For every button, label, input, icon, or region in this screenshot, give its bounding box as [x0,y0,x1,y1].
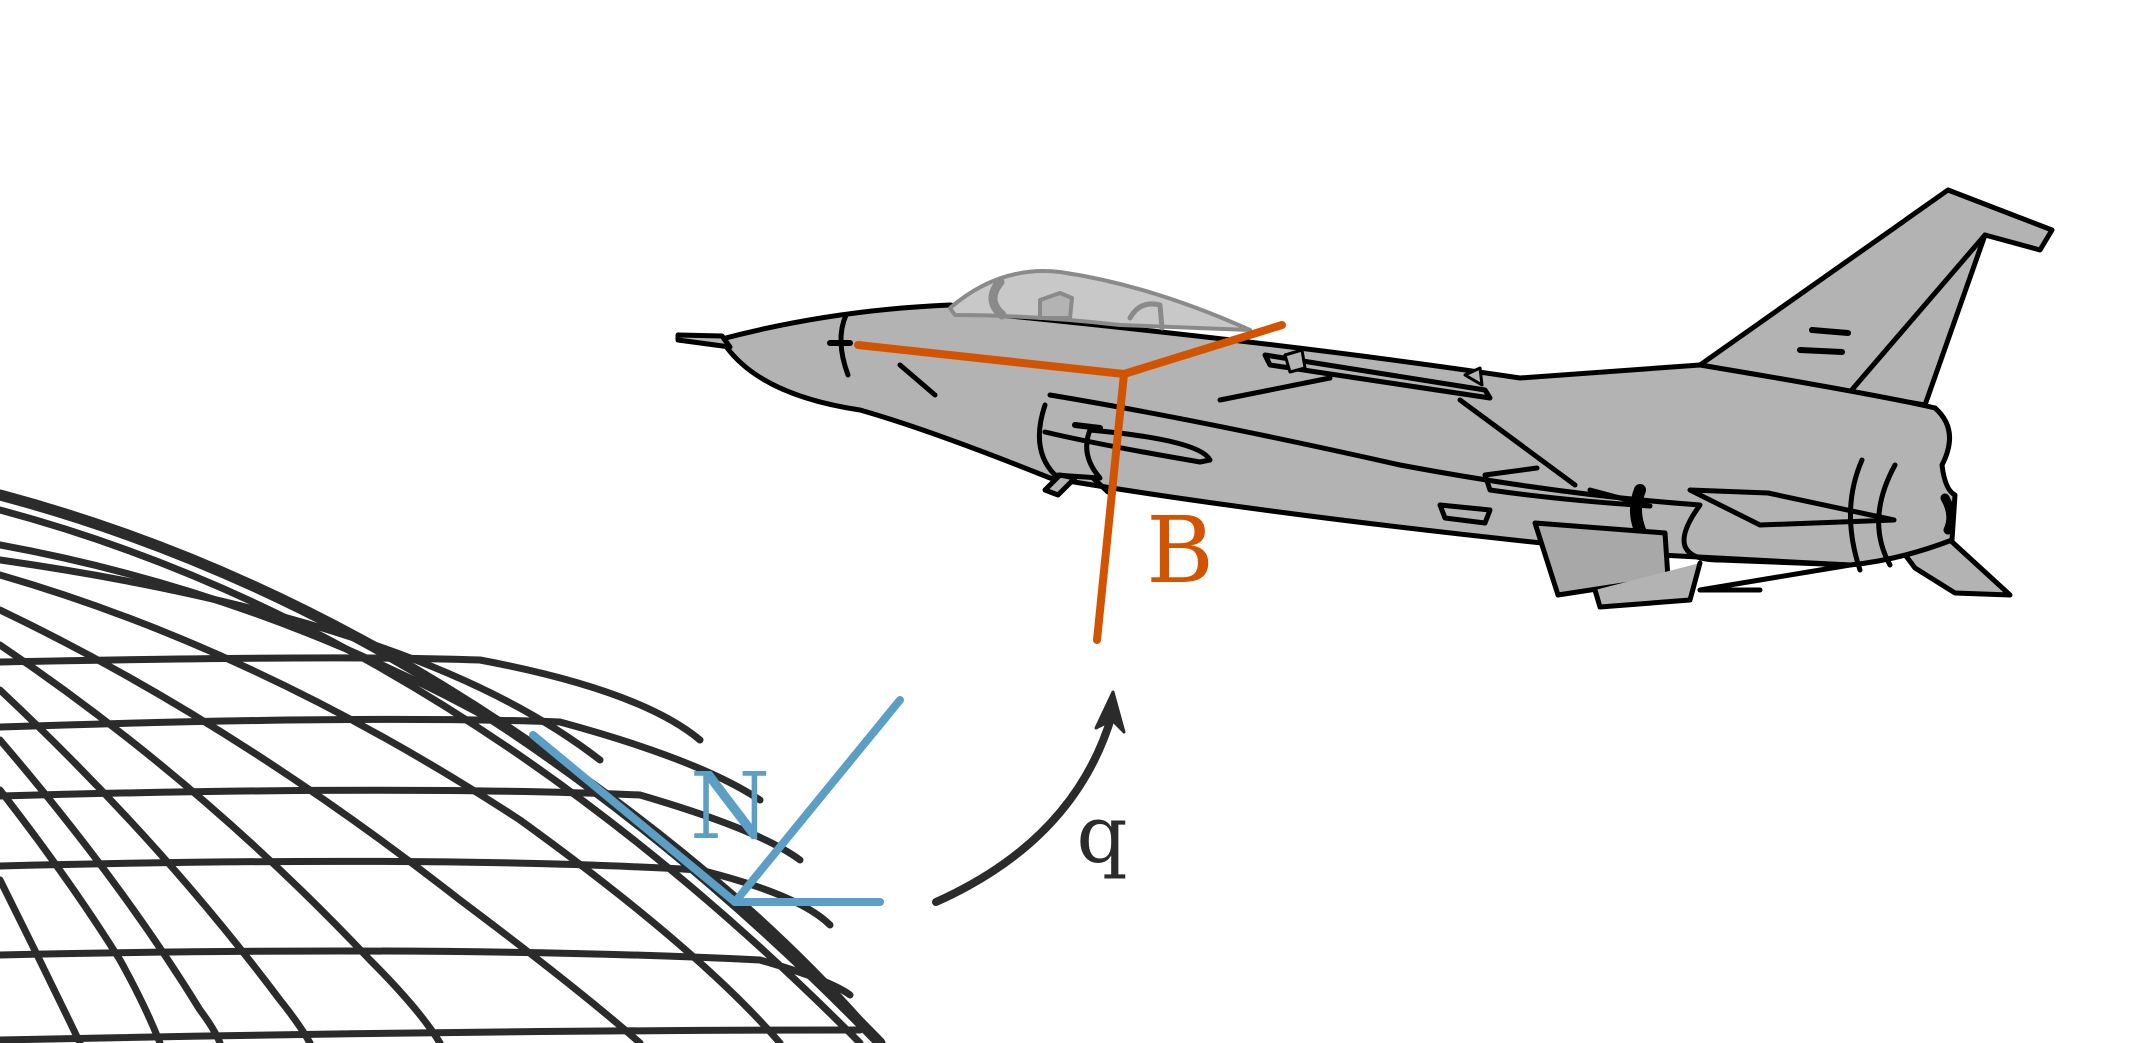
longitude-line [0,541,884,1043]
air-intake [1036,402,1213,481]
ventral-fin [1687,487,1897,528]
longitude-line [0,686,314,1043]
latitude-line [0,654,704,744]
canopy [948,269,1252,332]
longitude-line [0,736,224,1043]
latitude-line [0,947,854,999]
longitude-line [0,786,164,1043]
latitude-line [0,786,804,864]
wingtip-missile [1262,352,1493,401]
ned-axis-north-arrow [529,731,739,906]
body-axis-right-arrow [1120,321,1286,378]
globe-limb-inner [0,506,864,1043]
globe-limb [0,489,886,1043]
landing-gear [1042,472,1111,498]
ned-frame-axes [529,696,904,906]
ned-axis-up-arrow [731,696,904,906]
nose-probe [675,332,733,350]
longitude-line [0,876,84,1043]
longitude-line [0,571,784,1043]
access-panel [1437,502,1493,526]
globe-grid-icon [0,489,886,1043]
body-frame-axes [854,321,1286,644]
body-axis-down-arrow [1093,370,1128,644]
longitude-line [0,641,444,1043]
longitude-line [0,606,644,1043]
body-frame-label: B [1146,497,1214,604]
latitude-line [0,1026,864,1043]
quaternion-label: q [1076,788,1127,881]
ned-frame-label: N [690,753,771,860]
body-axis-forward-arrow [854,341,1128,378]
curved-arrow-icon [932,690,1126,906]
fighter-jet-icon [675,187,2055,610]
